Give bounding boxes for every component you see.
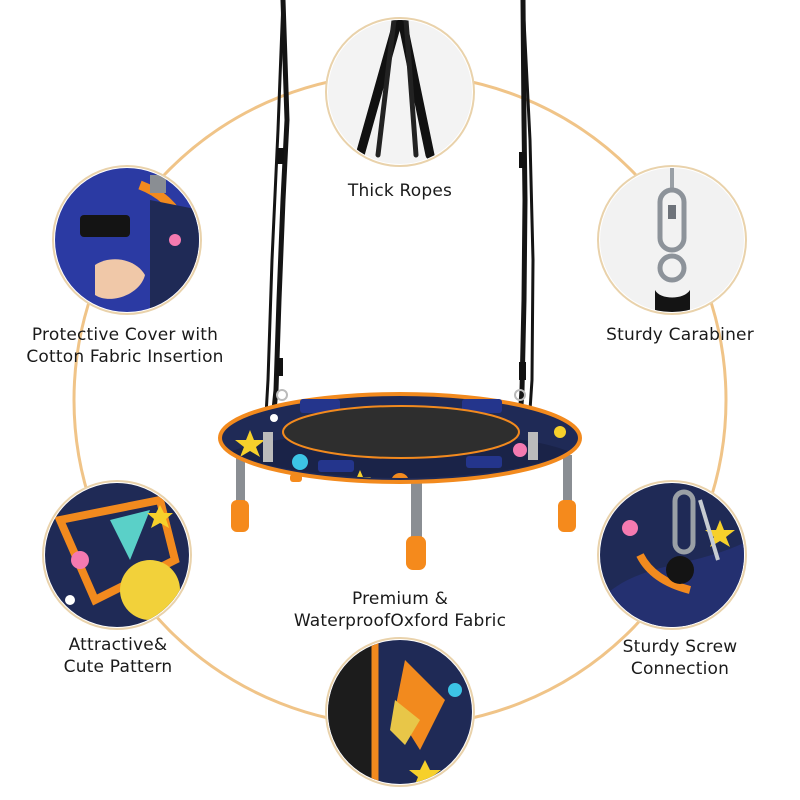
feature-label-sturdy-carabiner: Sturdy Carabiner — [580, 324, 780, 346]
protective-cover-closeup-icon — [52, 165, 202, 315]
feature-label-line: Sturdy Carabiner — [606, 325, 754, 345]
feature-label-line: Protective Cover with — [31, 325, 219, 345]
rope-left — [264, 0, 290, 423]
feature-label-protective-cover: Protective Cover with Cotton Fabric Inse… — [10, 324, 240, 368]
oxford-fabric-closeup-icon — [325, 637, 475, 787]
feature-label-line: Cute Pattern — [63, 657, 173, 677]
swing-legs — [231, 450, 576, 570]
feature-label-line: Thick Ropes — [347, 181, 453, 201]
feature-label-line: Sturdy Screw — [622, 637, 738, 657]
rope-closeup-icon — [325, 17, 475, 167]
pattern-closeup-icon — [42, 480, 192, 630]
feature-label-cute-pattern: Attractive& Cute Pattern — [18, 634, 218, 678]
feature-label-thick-ropes: Thick Ropes — [300, 180, 500, 202]
feature-label-line: Cotton Fabric Insertion — [26, 347, 224, 367]
feature-label-line: Attractive& — [68, 635, 168, 655]
feature-label-oxford-fabric: Premium & WaterproofOxford Fabric — [270, 588, 530, 632]
feature-label-line: Premium & — [351, 589, 449, 609]
feature-label-screw-connection: Sturdy Screw Connection — [580, 636, 780, 680]
saucer-swing — [218, 0, 582, 570]
feature-label-line: Connection — [630, 659, 730, 679]
carabiner-closeup-icon — [597, 165, 747, 315]
swing-seat — [218, 392, 582, 484]
screw-connection-closeup-icon — [597, 480, 747, 630]
feature-label-line: WaterproofOxford Fabric — [293, 611, 507, 631]
rope-right — [517, 0, 535, 423]
